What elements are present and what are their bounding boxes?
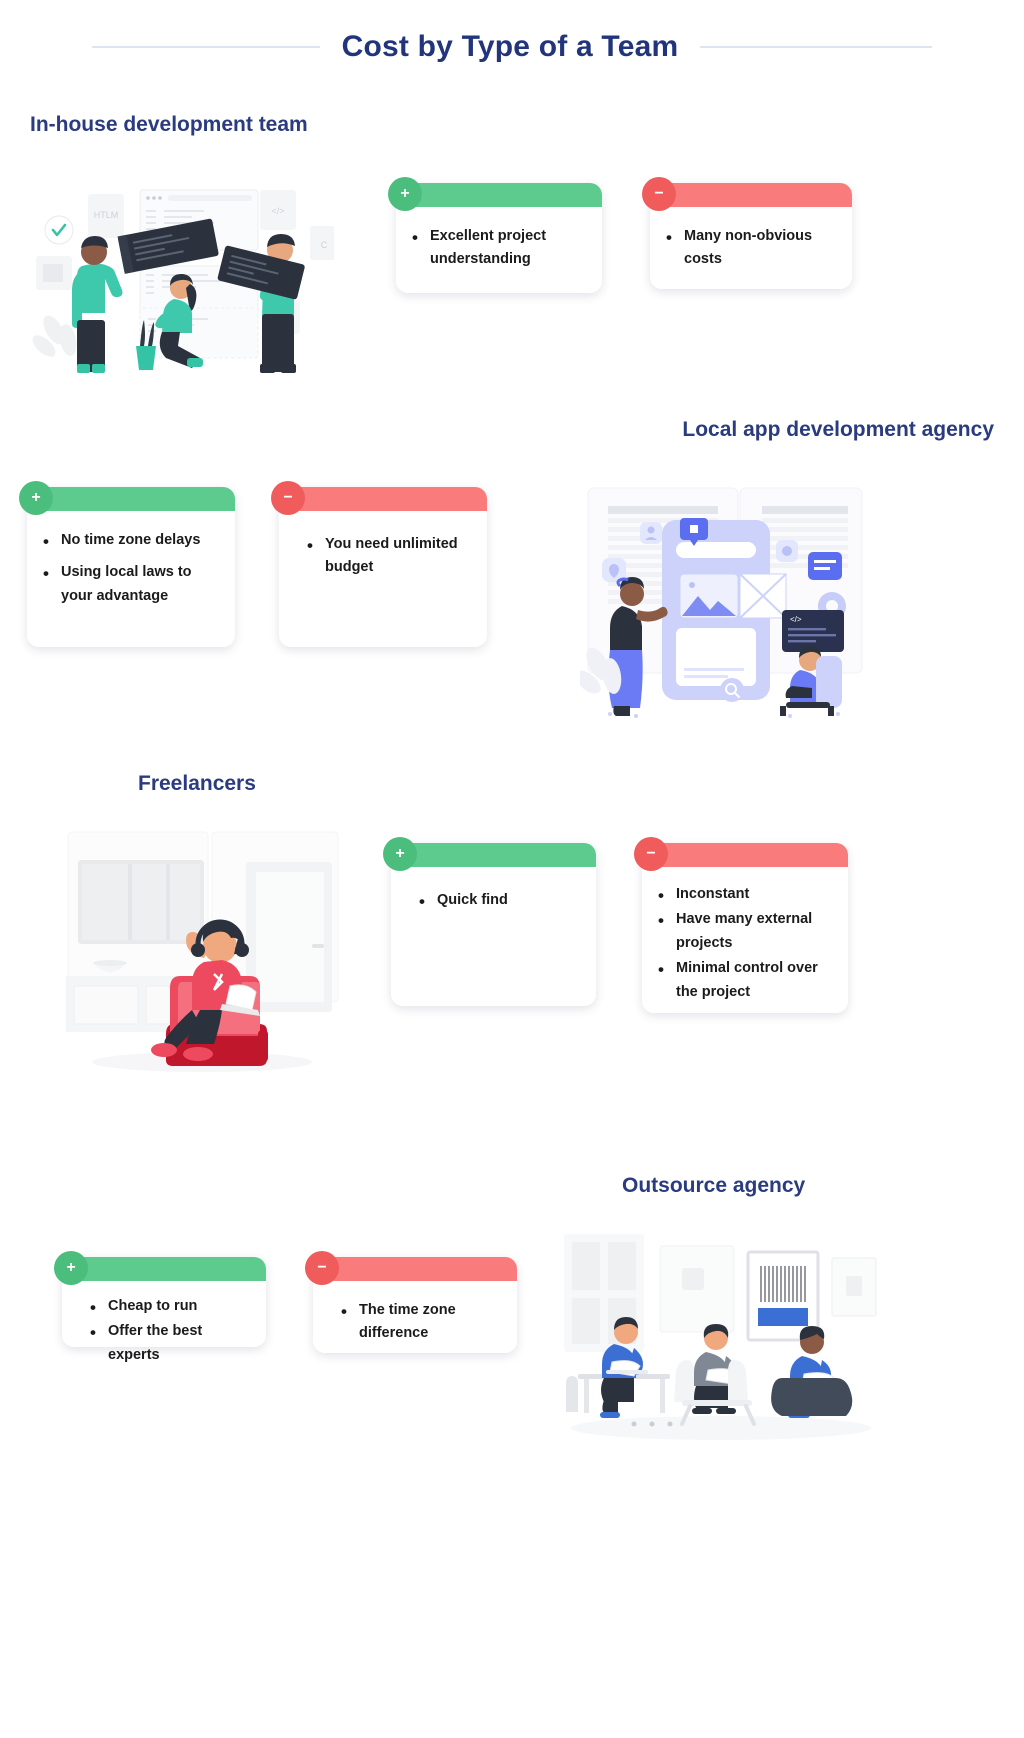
cons-card-header: − — [305, 1251, 517, 1285]
list-item: Cheap to run — [88, 1294, 250, 1322]
outsource-agency-illustration — [556, 1228, 886, 1443]
list-item: Inconstant — [656, 882, 832, 910]
plus-icon: + — [54, 1251, 88, 1285]
title-rule-left — [91, 46, 320, 48]
minus-icon: − — [305, 1251, 339, 1285]
list-item: Minimal control over the project — [656, 956, 832, 1004]
cons-card-local-agency: − You need unlimited budget — [271, 481, 487, 647]
title-rule-right — [700, 46, 933, 48]
list-item: Many non-obvious costs — [664, 224, 836, 272]
local-agency-illustration: </> — [580, 478, 870, 723]
cons-list: The time zone difference — [339, 1298, 501, 1346]
pros-card-local-agency: + No time zone delays Using local laws t… — [19, 481, 235, 647]
pros-card-freelancers: + Quick find — [383, 837, 596, 1006]
cons-list: Many non-obvious costs — [664, 224, 836, 272]
minus-icon: − — [634, 837, 668, 871]
section-heading-local-agency: Local app development agency — [682, 418, 994, 441]
pros-card-header: + — [388, 177, 602, 211]
pros-list: Cheap to run Offer the best experts — [88, 1294, 250, 1367]
in-house-team-illustration: HTLM </> C — [24, 168, 334, 373]
cons-card-body: Many non-obvious costs — [650, 207, 852, 289]
minus-icon: − — [642, 177, 676, 211]
pros-card-body: No time zone delays Using local laws to … — [27, 511, 235, 647]
svg-text:</>: </> — [790, 615, 802, 624]
pros-card-body: Excellent project understanding — [396, 207, 602, 293]
plus-icon: + — [19, 481, 53, 515]
minus-icon: − — [271, 481, 305, 515]
cons-list: You need unlimited budget — [305, 532, 471, 580]
pros-card-header: + — [19, 481, 235, 515]
svg-text:C: C — [321, 240, 328, 250]
cons-list: Inconstant Have many external projects M… — [656, 882, 832, 1004]
list-item: Quick find — [417, 888, 580, 916]
svg-text:</>: </> — [271, 206, 284, 216]
pros-card-header: + — [54, 1251, 266, 1285]
list-item: Have many external projects — [656, 907, 832, 955]
pros-card-in-house: + Excellent project understanding — [388, 177, 602, 293]
pros-card-outsource: + Cheap to run Offer the best experts — [54, 1251, 266, 1363]
list-item: Offer the best experts — [88, 1319, 250, 1367]
pros-card-header: + — [383, 837, 596, 871]
cons-card-body: Inconstant Have many external projects M… — [642, 867, 848, 1013]
list-item: No time zone delays — [41, 528, 219, 556]
cons-card-body: You need unlimited budget — [279, 511, 487, 647]
pros-list: Quick find — [417, 888, 580, 916]
cons-card-outsource: − The time zone difference — [305, 1251, 517, 1353]
list-item: Using local laws to your advantage — [41, 560, 219, 608]
svg-text:HTLM: HTLM — [94, 210, 119, 220]
page-title-row: Cost by Type of a Team — [0, 30, 1024, 64]
cons-card-freelancers: − Inconstant Have many external projects… — [634, 837, 848, 1013]
pros-list: Excellent project understanding — [410, 224, 586, 272]
cons-card-header: − — [634, 837, 848, 871]
section-heading-outsource: Outsource agency — [622, 1174, 806, 1197]
pros-list: No time zone delays Using local laws to … — [41, 528, 219, 608]
cons-card-in-house: − Many non-obvious costs — [642, 177, 852, 289]
list-item: The time zone difference — [339, 1298, 501, 1346]
section-heading-freelancers: Freelancers — [138, 772, 256, 795]
list-item: You need unlimited budget — [305, 532, 471, 580]
plus-icon: + — [388, 177, 422, 211]
pros-card-body: Quick find — [391, 867, 596, 1006]
cons-card-header: − — [642, 177, 852, 211]
section-heading-in-house: In-house development team — [30, 113, 308, 136]
freelancer-illustration — [62, 826, 342, 1076]
list-item: Excellent project understanding — [410, 224, 586, 272]
cons-card-header: − — [271, 481, 487, 515]
page-title: Cost by Type of a Team — [341, 30, 679, 63]
plus-icon: + — [383, 837, 417, 871]
cons-card-body: The time zone difference — [313, 1281, 517, 1353]
pros-card-body: Cheap to run Offer the best experts — [62, 1281, 266, 1363]
